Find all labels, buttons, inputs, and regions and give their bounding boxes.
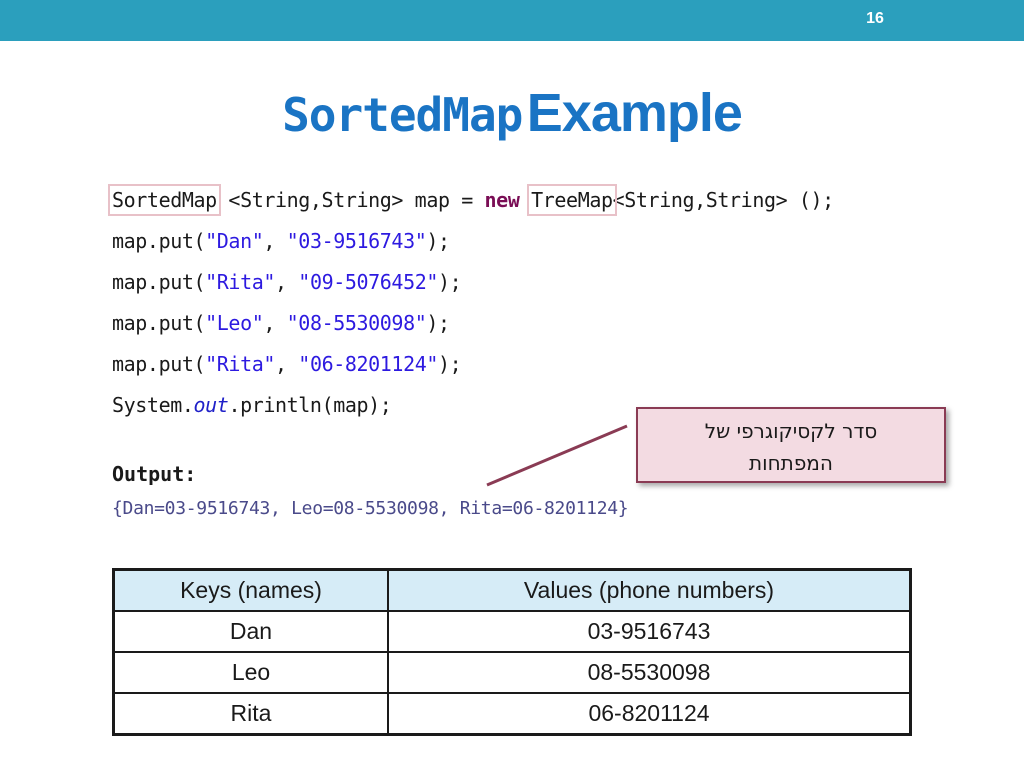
callout-line-2: המפתחות xyxy=(749,451,833,475)
keyword-new: new xyxy=(484,188,520,212)
table-row: Leo 08-5530098 xyxy=(112,651,912,694)
code-put-value: "09-5076452" xyxy=(298,270,438,294)
code-put-key: "Rita" xyxy=(205,270,275,294)
table-cell-key: Leo xyxy=(112,651,389,694)
code-block: SortedMap <String,String> map = new Tree… xyxy=(108,182,835,428)
code-put-sep: , xyxy=(275,352,299,376)
table-header-row: Keys (names) Values (phone numbers) xyxy=(112,568,912,612)
title-part-sortedmap: SortedMap xyxy=(282,88,523,142)
header-keys: Keys (names) xyxy=(112,568,389,612)
code-put-call: map.put( xyxy=(112,352,206,376)
header-values: Values (phone numbers) xyxy=(387,568,912,612)
code-put-call: map.put( xyxy=(112,229,206,253)
code-put-sep: , xyxy=(263,229,287,253)
map-table: Keys (names) Values (phone numbers) Dan … xyxy=(112,568,912,736)
code-line-println: System.out.println(map); xyxy=(112,387,834,428)
table-cell-value: 08-5530098 xyxy=(387,651,912,694)
slide-number: 16 xyxy=(866,10,884,27)
table-cell-key: Dan xyxy=(112,610,389,653)
code-put-call: map.put( xyxy=(112,311,206,335)
code-put-sep: , xyxy=(263,311,287,335)
code-println: .println(map); xyxy=(228,393,392,417)
slide-title: SortedMap Example xyxy=(0,82,1024,144)
code-put-key: "Dan" xyxy=(205,229,264,253)
code-line-put: map.put("Leo", "08-5530098"); xyxy=(112,305,834,346)
code-put-call: map.put( xyxy=(112,270,206,294)
output-value: {Dan=03-9516743, Leo=08-5530098, Rita=06… xyxy=(112,498,629,519)
code-out-field: out xyxy=(193,393,229,417)
treemap-type-highlight: TreeMap xyxy=(527,184,617,216)
code-line-declaration: SortedMap <String,String> map = new Tree… xyxy=(108,182,835,223)
code-line-put: map.put("Rita", "06-8201124"); xyxy=(112,346,834,387)
code-system: System. xyxy=(112,393,194,417)
table-cell-value: 06-8201124 xyxy=(387,692,912,736)
code-put-close: ); xyxy=(426,229,450,253)
sortedmap-type-highlight: SortedMap xyxy=(108,184,221,216)
code-put-value: "03-9516743" xyxy=(286,229,427,253)
output-label: Output: xyxy=(112,462,197,486)
callout-note: סדר לקסיקוגרפי של המפתחות xyxy=(636,407,946,483)
code-line-put: map.put("Dan", "03-9516743"); xyxy=(112,223,834,264)
table-row: Rita 06-8201124 xyxy=(112,692,912,736)
code-put-close: ); xyxy=(438,270,462,294)
code-put-value: "06-8201124" xyxy=(298,352,438,376)
code-put-value: "08-5530098" xyxy=(286,311,427,335)
table-cell-key: Rita xyxy=(112,692,389,736)
code-generics-2: <String,String> (); xyxy=(612,188,835,212)
table-row: Dan 03-9516743 xyxy=(112,610,912,653)
title-part-example: Example xyxy=(526,83,743,143)
code-put-sep: , xyxy=(275,270,299,294)
table-cell-value: 03-9516743 xyxy=(387,610,912,653)
code-put-close: ); xyxy=(438,352,462,376)
code-put-key: "Rita" xyxy=(205,352,275,376)
top-bar xyxy=(0,0,1024,41)
code-generics-1: <String,String> map = xyxy=(216,188,485,212)
callout-line-1: סדר לקסיקוגרפי של xyxy=(704,419,878,443)
code-put-key: "Leo" xyxy=(205,311,264,335)
code-put-close: ); xyxy=(426,311,450,335)
code-line-put: map.put("Rita", "09-5076452"); xyxy=(112,264,834,305)
